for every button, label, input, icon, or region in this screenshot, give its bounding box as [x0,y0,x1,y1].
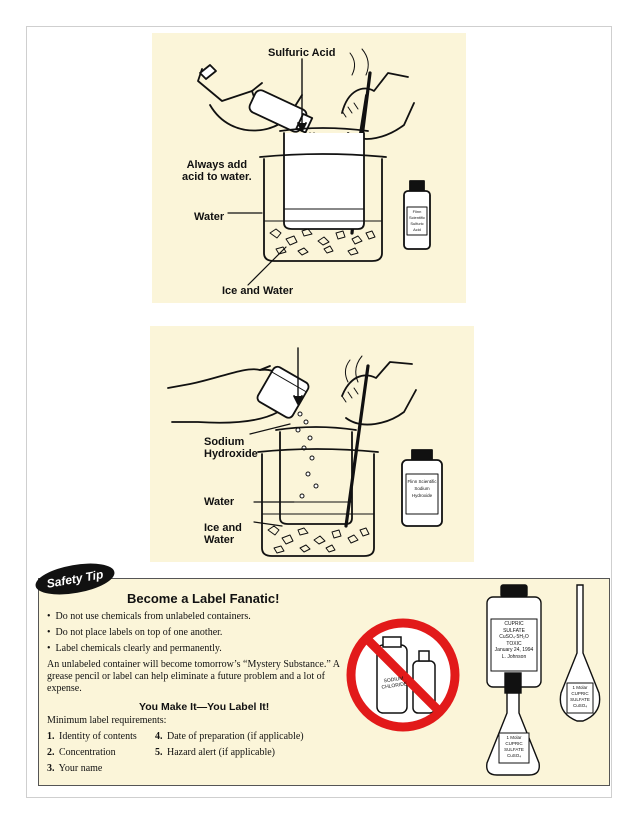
bottle-label-line: Sulfuric [410,221,424,226]
requirement-number: 3. [47,763,55,774]
bottle-label-line: CuSO₄·5H₂O [499,634,529,640]
flask-label: 1 Molar CUPRIC SULFATE CuSO₄ [499,735,529,759]
flask-label-line: CUPRIC [571,691,589,696]
minimum-requirements-label: Minimum label requirements: [47,715,167,726]
requirement-item: 2. Concentration [47,747,116,758]
requirement-number: 5. [155,747,163,758]
label-water: Water [194,211,225,223]
requirement-item: 4. Date of preparation (if applicable) [155,731,304,742]
safety-tip-badge-text: Safety Tip [45,567,105,591]
safety-tip-box: Safety Tip Become a Label Fanatic! Do no… [33,558,610,786]
bottle-label-sulfuric: Flinn Scientific Sulfuric Acid [407,209,427,233]
requirement-item: 5. Hazard alert (if applicable) [155,747,275,758]
requirement-text: Identity of contents [59,731,137,742]
list-item: Do not use chemicals from unlabeled cont… [47,609,251,625]
flask-label-line: SULFATE [570,697,590,702]
page-frame [26,26,612,798]
flask-label-line: CuSO₄ [572,703,588,708]
bottle-label-line: TOXIC [506,640,522,647]
requirement-item: 3. Your name [47,763,102,774]
flask-label-line: 1 Molar [572,685,588,690]
requirement-number: 4. [155,731,163,742]
flask-label-line: SULFATE [504,747,524,752]
requirement-text: Concentration [59,747,116,758]
bottle-label-line: L. Johnson [501,653,527,660]
label-sulfuric-acid: Sulfuric Acid [268,47,336,59]
requirement-text: Date of preparation (if applicable) [167,731,304,742]
label-water: Water [204,496,235,508]
volumetric-flask-label: 1 Molar CUPRIC SULFATE CuSO₄ [567,685,593,709]
bottle-label-line: January 24, 1994 [494,647,534,653]
bullet-text: Label chemicals clearly and permanently. [55,643,222,654]
no-unlabeled-bottles-icon [346,618,460,732]
label-always-add: Always add acid to water. [182,159,252,183]
bottle-label-sodium-hydroxide: Flinn Scientific Sodium Hydroxide [406,478,438,499]
labeled-containers-illustration [486,584,601,776]
you-make-it-subhead: You Make It—You Label It! [139,701,270,713]
bottle-label-line: Acid [413,227,421,232]
flask-label-line: CUPRIC [505,741,523,746]
bottle-label-line: SULFATE [503,627,525,634]
label-ice-and-water: Ice and Water [204,522,242,546]
bottle-label-line: Sodium [414,486,430,491]
bullet-text: Do not use chemicals from unlabeled cont… [55,611,251,622]
requirement-number: 2. [47,747,55,758]
figure-sodium-hydroxide: Sodium Hydroxide Water Ice and Water Fli… [150,326,474,562]
bottle-label-line: CUPRIC [504,621,524,627]
sodium-hydroxide-illustration [167,347,443,557]
mystery-substance-paragraph: An unlabeled container will become tomor… [47,659,340,694]
cupric-sulfate-bottle-label: CUPRIC SULFATE CuSO₄·5H₂O TOXIC January … [491,621,537,660]
list-item: Do not place labels on top of one anothe… [47,625,251,641]
bullet-list: Do not use chemicals from unlabeled cont… [47,609,251,657]
list-item: Label chemicals clearly and permanently. [47,641,251,657]
bullet-text: Do not place labels on top of one anothe… [55,627,223,638]
bottle-label-line: Flinn Scientific [408,209,425,220]
requirement-item: 1. Identity of contents [47,731,137,742]
label-ice-and-water: Ice and Water [222,285,294,297]
requirement-text: Hazard alert (if applicable) [167,747,275,758]
bottle-label-line: Hydroxide [411,493,433,498]
figure-acid-to-water: Sulfuric Acid Always add acid to water. … [152,33,466,303]
acid-dilution-illustration [197,48,431,286]
flask-label-line: 1 Molar [506,735,522,740]
label-sodium-hydroxide: Sodium Hydroxide [204,436,258,460]
bottle-label-line: Flinn Scientific [407,479,437,484]
requirement-number: 1. [47,731,55,742]
flask-label-line: CuSO₄ [506,753,522,758]
safety-tip-title: Become a Label Fanatic! [127,591,280,606]
requirement-text: Your name [58,763,103,774]
